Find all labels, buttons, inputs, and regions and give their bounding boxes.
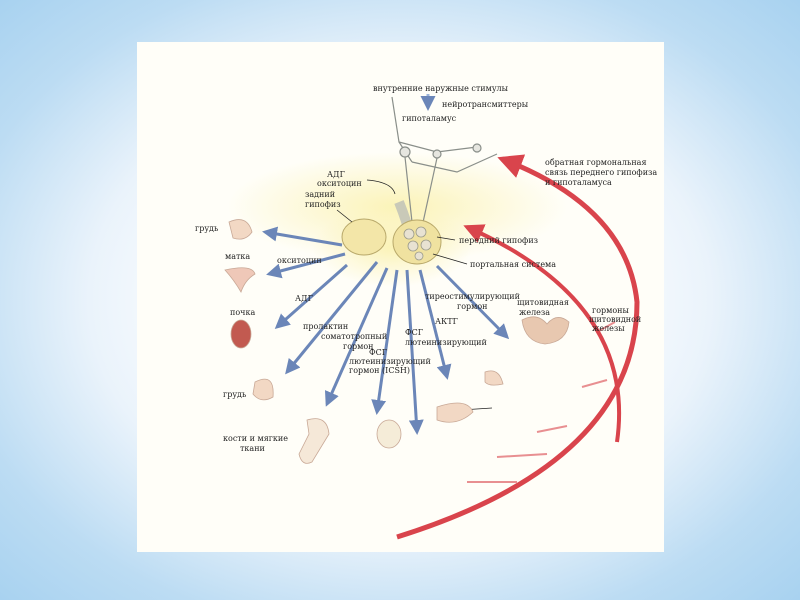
breast-organ	[252, 378, 274, 401]
label-oxytocin-top: окситоцин	[317, 179, 362, 188]
label-uterus: матка	[225, 252, 251, 261]
label-portal: портальная система	[470, 260, 557, 269]
label-tsh-2: гормон	[457, 302, 488, 311]
label-feedback-2: связь переднего гипофиза	[545, 168, 658, 177]
kidney-organ	[230, 319, 252, 349]
label-posterior-2: гипофиз	[305, 200, 341, 209]
testis-organ	[376, 419, 402, 449]
label-feedback-3: и гипоталамуса	[545, 178, 612, 187]
label-tsh-1: тиреостимулирующий	[425, 292, 520, 301]
label-oxytocin: окситоцин	[277, 256, 322, 265]
posterior-pituitary	[341, 218, 387, 256]
label-pointers	[336, 179, 493, 411]
label-adg: АДГ	[295, 294, 313, 303]
label-thyroid-2: железа	[519, 308, 551, 317]
label-hypothalamus: гипоталамус	[402, 114, 457, 123]
label-thyroid-hormones-3: железы	[592, 324, 625, 333]
label-thyroid-1: щитовидная	[517, 298, 569, 307]
uterus-organ	[224, 267, 256, 293]
target-organs	[224, 219, 570, 464]
label-fsg-icsh-3: гормон (ICSH)	[349, 366, 411, 375]
hypothalamus-neurons	[391, 96, 498, 228]
endocrine-diagram	[224, 94, 640, 540]
label-fsg-icsh-1: ФСГ	[369, 348, 388, 357]
label-thyroid-hormones-1: гормоны	[592, 306, 629, 315]
hormone-arrows	[262, 226, 510, 435]
label-prolactin: пролактин	[303, 322, 349, 331]
label-actg: АКТГ	[435, 317, 458, 326]
label-fsg-icsh-2: лютеинизирующий	[349, 357, 431, 366]
label-neurotransmitters: нейротрансмиттеры	[442, 100, 529, 109]
label-fsg-2: лютеинизирующий	[405, 338, 487, 347]
portal-system-vessels	[403, 226, 432, 261]
label-kidney: почка	[230, 308, 256, 317]
bone-organ	[298, 418, 330, 464]
thyroid-organ	[521, 316, 570, 345]
label-bones-2: ткани	[240, 444, 265, 453]
feedback-arrows	[396, 154, 640, 540]
label-adg-top: АДГ	[327, 170, 345, 179]
label-breast-top: грудь	[195, 224, 219, 233]
breast-top-organ	[228, 219, 253, 240]
label-thyroid-hormones-2: щитовидной	[589, 315, 642, 324]
label-anterior: передний гипофиз	[459, 236, 539, 245]
label-somatotropic-1: соматотропный	[321, 332, 388, 341]
label-bones-1: кости и мягкие	[223, 434, 288, 443]
slide: внутренние наружные стимулы нейротрансми…	[137, 42, 664, 552]
label-breast: грудь	[223, 390, 247, 399]
label-fsg-1: ФСГ	[405, 328, 424, 337]
adrenal-organ	[484, 370, 504, 386]
label-stimuli: внутренние наружные стимулы	[373, 84, 508, 93]
label-feedback-1: обратная гормональная	[545, 158, 647, 167]
ovary-organ	[436, 402, 474, 423]
label-somatotropic-2: гормон	[343, 342, 374, 351]
label-posterior-1: задний	[305, 190, 336, 199]
